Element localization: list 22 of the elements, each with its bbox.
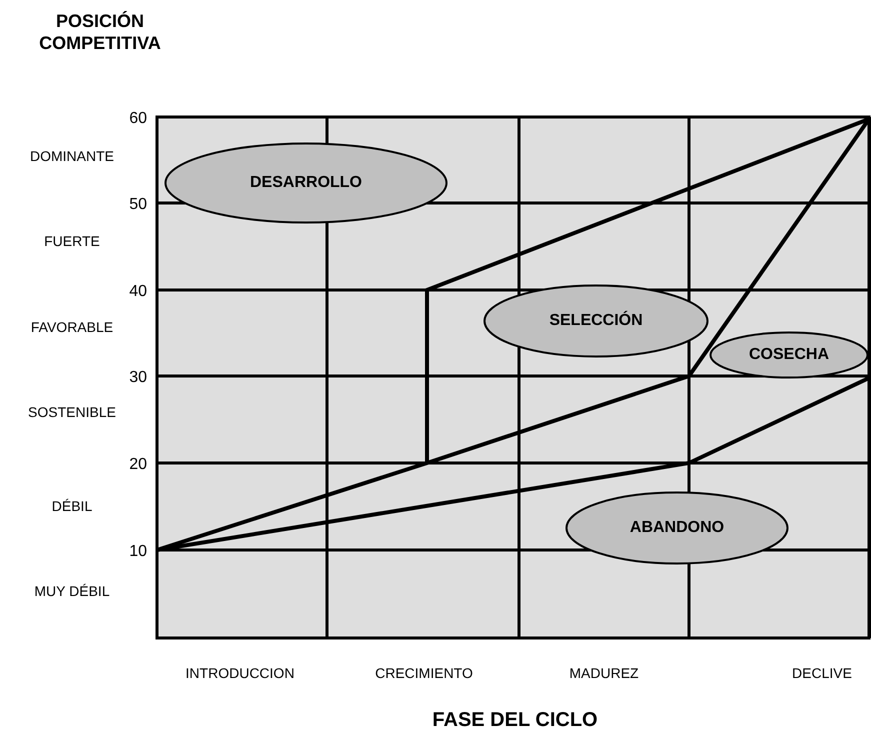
row-label: MUY DÉBIL [33, 582, 111, 600]
axis-title: FASE DEL CICLO [431, 708, 599, 732]
tick-label: 10 [128, 542, 147, 562]
strategy-ellipse: DESARROLLO [164, 142, 448, 224]
column-label: INTRODUCCION [184, 664, 296, 682]
axis-title: POSICIÓN COMPETITIVA [38, 10, 162, 54]
column-label: DECLIVE [791, 664, 853, 682]
tick-label: 30 [128, 368, 147, 388]
column-label: CRECIMIENTO [374, 664, 474, 682]
row-label: FUERTE [43, 232, 101, 250]
column-label: MADUREZ [568, 664, 640, 682]
row-label: SOSTENIBLE [27, 403, 117, 421]
row-label: DÉBIL [50, 497, 94, 515]
tick-label: 20 [128, 455, 147, 475]
strategy-ellipse: SELECCIÓN [483, 284, 709, 358]
tick-label: 50 [128, 195, 147, 215]
row-label: FAVORABLE [30, 318, 114, 336]
strategy-ellipse: ABANDONO [565, 491, 789, 565]
tick-label: 40 [128, 282, 147, 302]
strategy-ellipse: COSECHA [709, 331, 869, 379]
row-label: DOMINANTE [29, 147, 115, 165]
tick-label: 60 [128, 109, 147, 129]
